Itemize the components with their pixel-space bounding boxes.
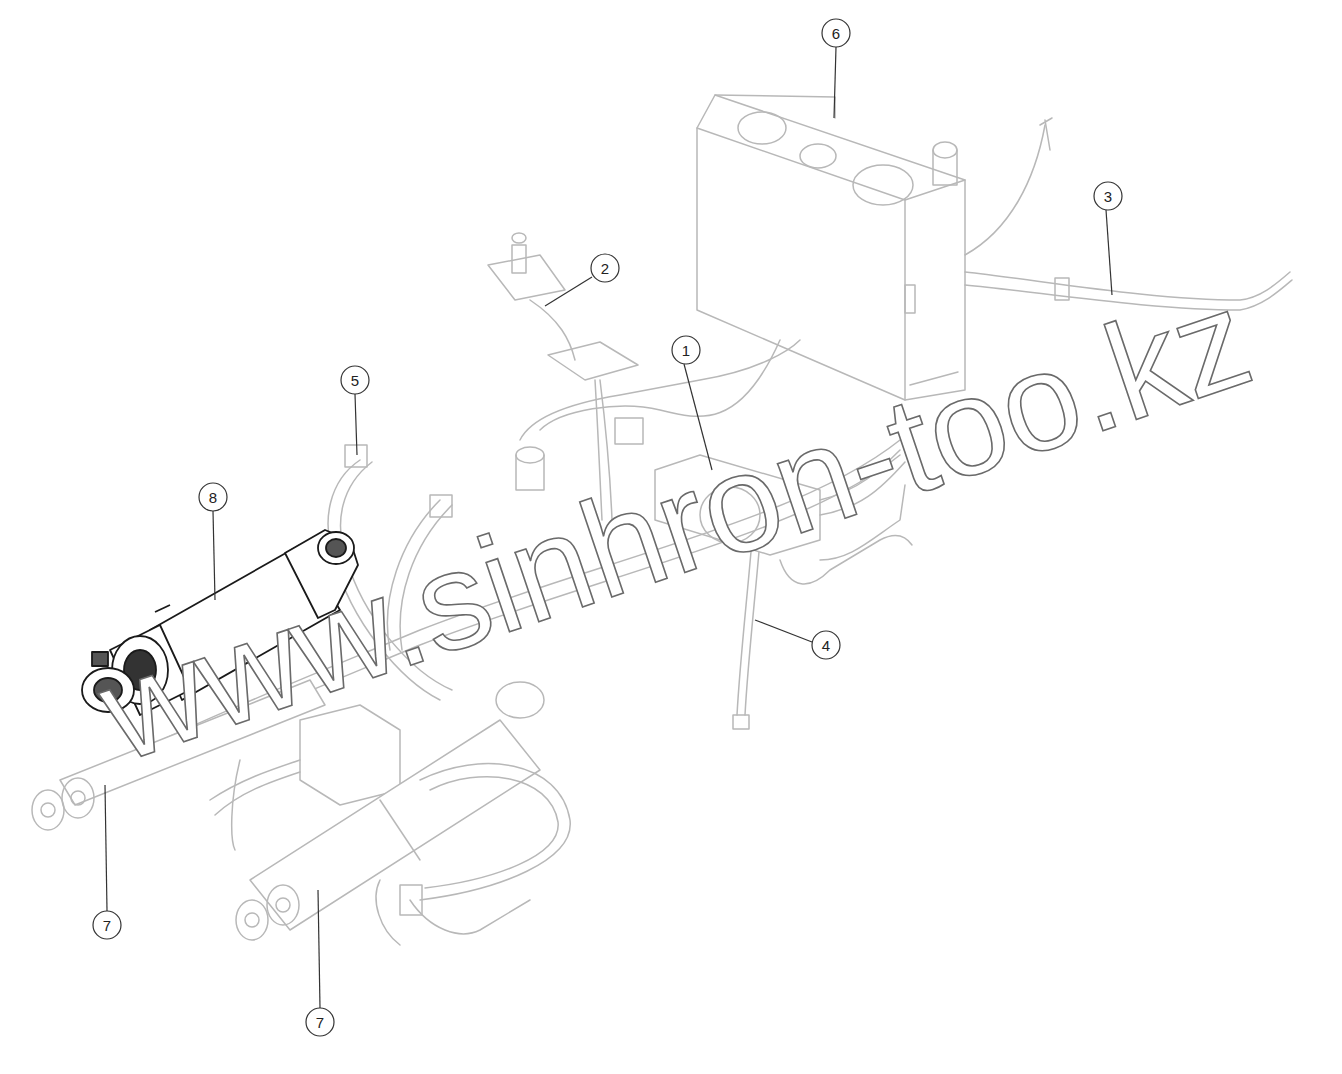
watermark: www.sinhron-too.kz <box>85 267 1266 783</box>
callout-number: 7 <box>103 918 111 933</box>
callout-number: 2 <box>601 261 609 276</box>
callout-number: 4 <box>822 638 830 653</box>
callout-number: 7 <box>316 1015 324 1030</box>
callout-number: 3 <box>1104 189 1112 204</box>
callout-number: 6 <box>832 26 840 41</box>
callout-number: 5 <box>351 373 359 388</box>
callout-number: 1 <box>682 343 690 358</box>
callout-number: 8 <box>209 490 217 505</box>
